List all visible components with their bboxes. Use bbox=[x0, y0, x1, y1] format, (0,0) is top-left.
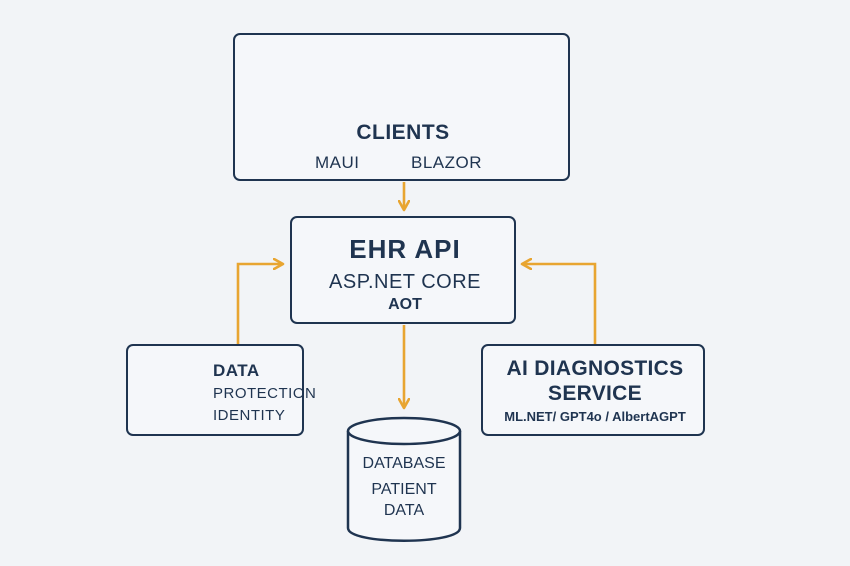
api-subtitle: ASP.NET CORE bbox=[329, 271, 481, 293]
client-blazor-label: BLAZOR bbox=[411, 153, 483, 172]
ehr-api-box: EHR API ASP.NET CORE AOT bbox=[290, 216, 516, 324]
database-label: DATABASE bbox=[362, 455, 446, 472]
client-maui-label: MAUI bbox=[315, 153, 360, 172]
security-box: DATA PROTECTION IDENTITY bbox=[126, 344, 316, 436]
ai-diagnostics-box: AI DIAGNOSTICS SERVICE ML.NET/ GPT4o / A… bbox=[481, 344, 705, 436]
database-data-label: DATA bbox=[383, 502, 425, 519]
clients-title: CLIENTS bbox=[356, 121, 450, 144]
api-title: EHR API bbox=[349, 234, 461, 264]
security-line-2: PROTECTION bbox=[213, 385, 317, 402]
security-line-3: IDENTITY bbox=[213, 407, 286, 424]
database-cylinder bbox=[346, 416, 462, 542]
ai-title-line-1: AI DIAGNOSTICS bbox=[506, 357, 684, 380]
clients-box: CLIENTS MAUI BLAZOR bbox=[233, 33, 570, 181]
api-aot-tag: AOT bbox=[388, 296, 422, 313]
arrow-security-to-api bbox=[236, 264, 283, 344]
arrow-ai-to-api bbox=[522, 264, 597, 344]
ai-title-line-2: SERVICE bbox=[548, 382, 642, 405]
ai-models-label: ML.NET/ GPT4o / AlbertAGPT bbox=[504, 409, 686, 424]
security-line-1: DATA bbox=[213, 361, 260, 380]
database-patient-label: PATIENT bbox=[371, 481, 437, 498]
